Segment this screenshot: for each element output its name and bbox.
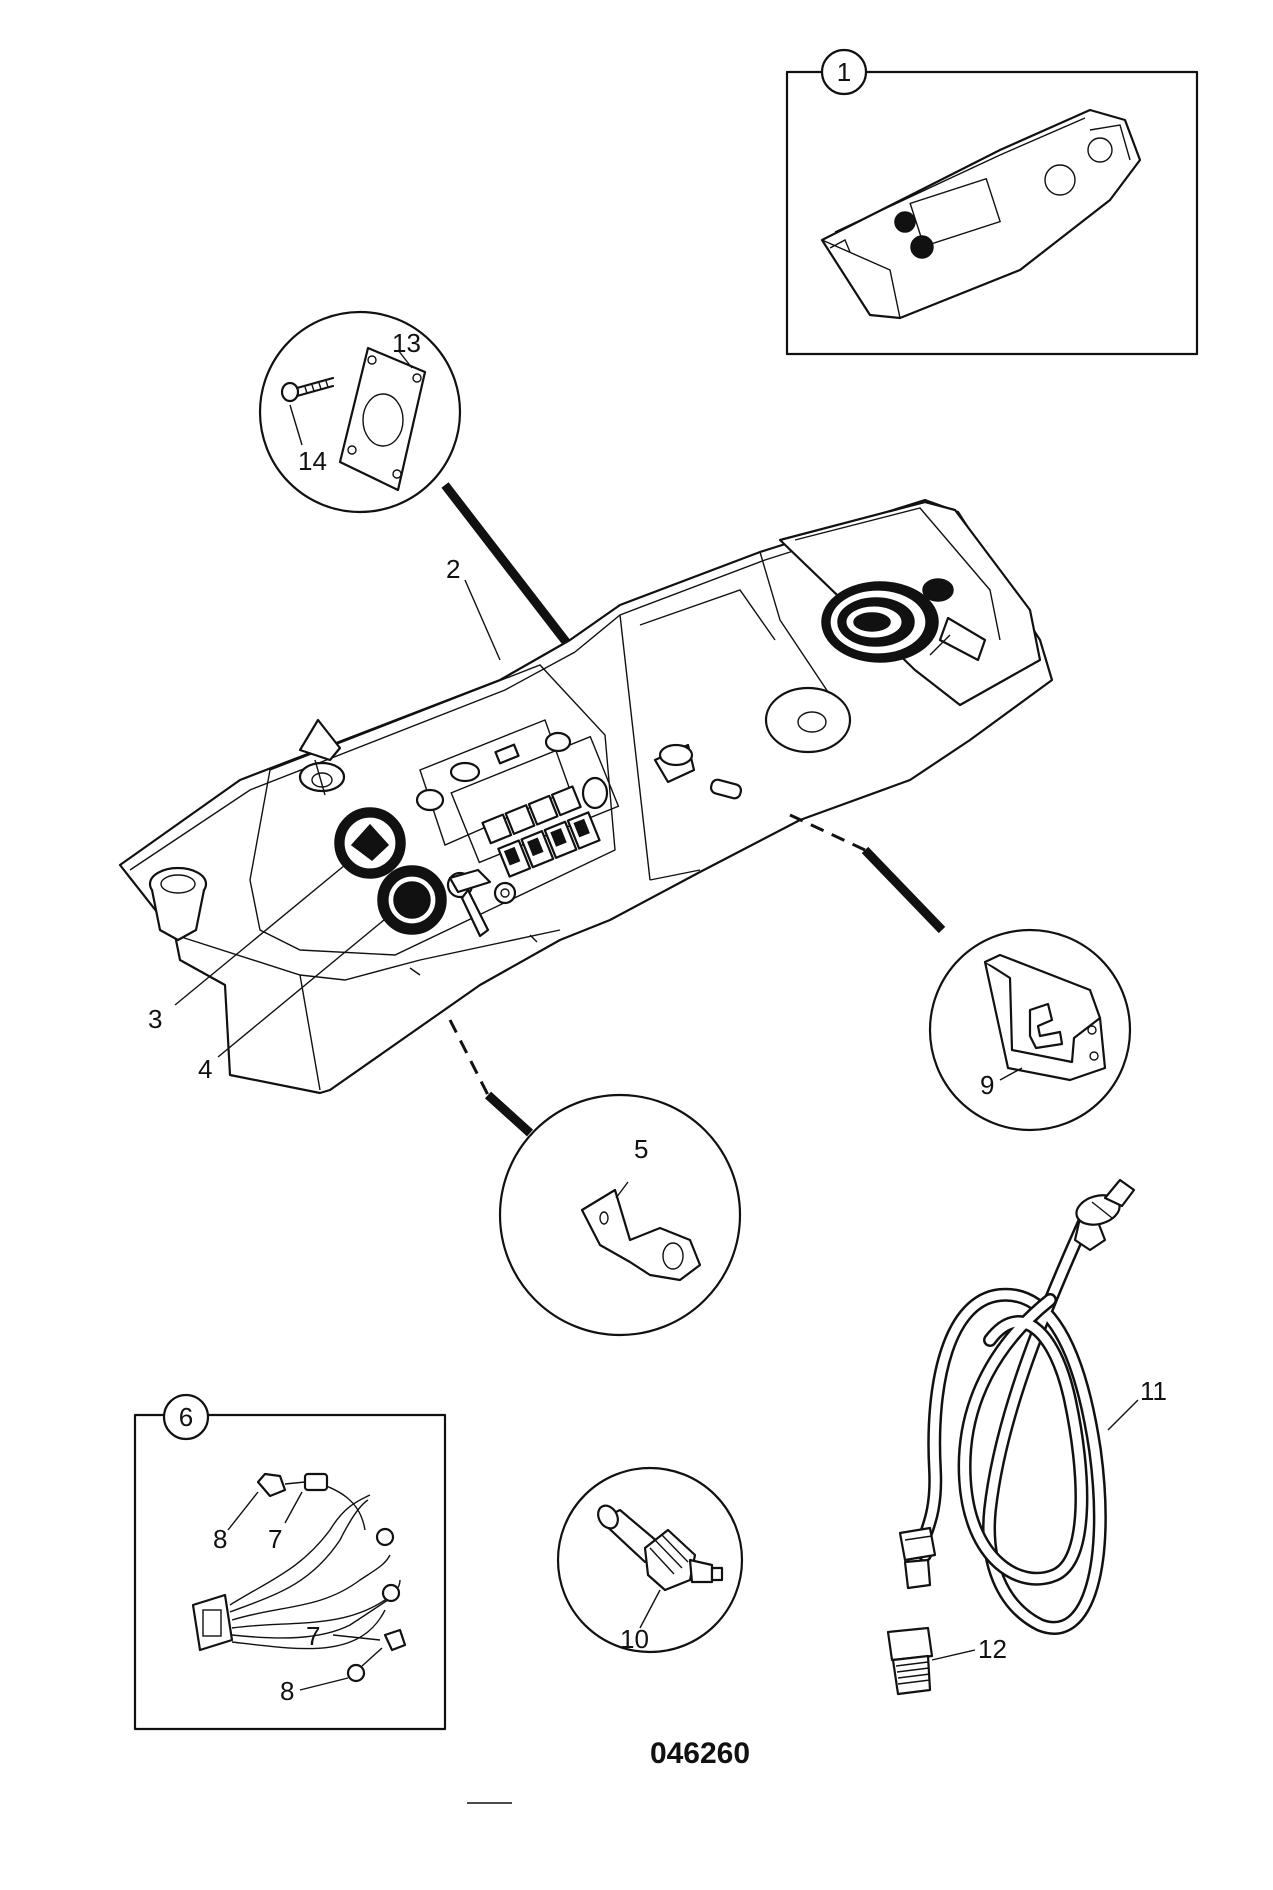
callout-6: 6 (179, 1402, 193, 1432)
callout-8-top: 8 (213, 1524, 227, 1554)
callout-2: 2 (446, 554, 460, 584)
callout-3: 3 (148, 1004, 162, 1034)
callout-13: 13 (392, 328, 421, 358)
callout-10: 10 (620, 1624, 649, 1654)
overview-inset: 1 (785, 48, 1199, 356)
harness-inset: 6 8 7 7 8 (133, 1393, 447, 1731)
callout-5: 5 (634, 1134, 648, 1164)
callout-7-top: 7 (268, 1524, 282, 1554)
harness-callout-circle (162, 1393, 210, 1441)
overview-callout-circle (820, 48, 868, 96)
mounting-plate-detail: 13 14 (258, 310, 677, 786)
callout-9: 9 (980, 1070, 994, 1100)
callout-12: 12 (978, 1634, 1007, 1664)
console-housing: 2 3 4 (118, 498, 1054, 1095)
bracket-9-detail: 9 (789, 813, 1132, 1132)
callout-7-bottom: 7 (306, 1621, 320, 1651)
callout-11: 11 (1140, 1376, 1167, 1406)
clip-5-detail: 5 (448, 1019, 742, 1337)
capillary-tube-detail: 12 11 (886, 1178, 1167, 1696)
callout-8-bottom: 8 (280, 1676, 294, 1706)
callout-4: 4 (198, 1054, 212, 1084)
callout-14: 14 (298, 446, 327, 476)
callout-1: 1 (837, 57, 851, 87)
drawing-number: 046260 (650, 1737, 750, 1770)
sender-10-detail: 10 (556, 1466, 744, 1654)
